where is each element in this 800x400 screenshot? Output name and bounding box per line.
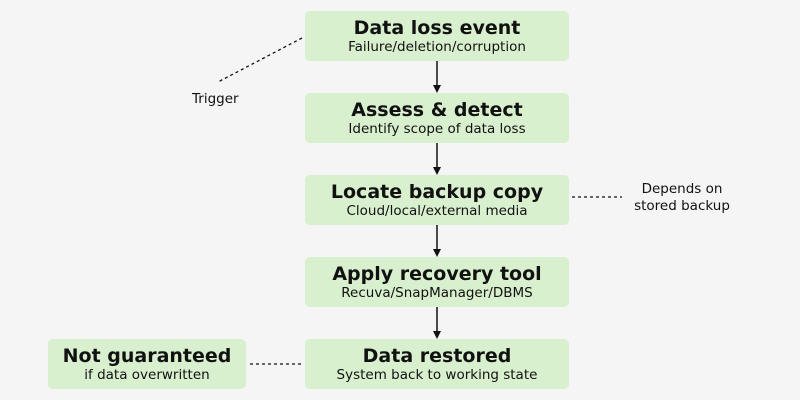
step-title: Apply recovery tool xyxy=(332,262,542,285)
step-subtitle: System back to working state xyxy=(336,366,538,383)
step-subtitle: Failure/deletion/corruption xyxy=(348,38,526,55)
step-box-locate-backup: Locate backup copy Cloud/local/external … xyxy=(305,175,569,225)
step-box-data-loss-event: Data loss event Failure/deletion/corrupt… xyxy=(305,11,569,61)
step-box-apply-recovery-tool: Apply recovery tool Recuva/SnapManager/D… xyxy=(305,257,569,307)
step-box-assess-detect: Assess & detect Identify scope of data l… xyxy=(305,93,569,143)
depends-annotation: Depends on stored backup xyxy=(612,181,752,215)
side-box-not-guaranteed: Not guaranteed if data overwritten xyxy=(48,339,246,389)
side-box-title: Not guaranteed xyxy=(62,344,232,367)
step-box-data-restored: Data restored System back to working sta… xyxy=(305,339,569,389)
step-title: Assess & detect xyxy=(351,98,523,121)
step-subtitle: Identify scope of data loss xyxy=(348,120,526,137)
trigger-dashed-connector xyxy=(217,37,303,83)
step-title: Data loss event xyxy=(353,16,521,39)
trigger-annotation: Trigger xyxy=(192,91,239,107)
step-subtitle: Cloud/local/external media xyxy=(346,202,528,219)
depends-annotation-line1: Depends on xyxy=(641,181,723,197)
depends-annotation-line2: stored backup xyxy=(634,198,730,214)
side-box-subtitle: if data overwritten xyxy=(84,366,210,383)
step-subtitle: Recuva/SnapManager/DBMS xyxy=(341,284,533,301)
step-title: Data restored xyxy=(362,344,512,367)
step-title: Locate backup copy xyxy=(330,180,544,203)
